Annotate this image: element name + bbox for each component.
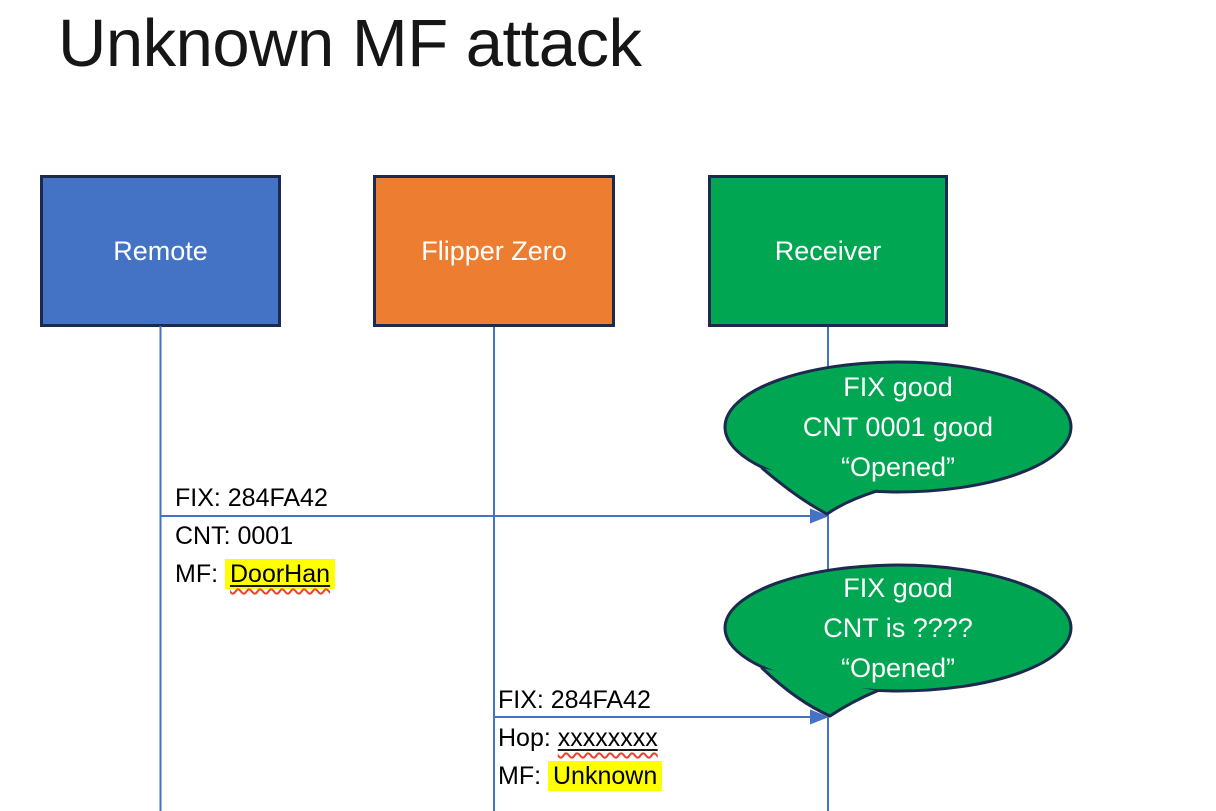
message-line: FIX: 284FA42 bbox=[175, 479, 335, 517]
message-label-remote-to-receiver: FIX: 284FA42 CNT: 0001 MF: DoorHan bbox=[175, 479, 336, 593]
actor-label-receiver: Receiver bbox=[774, 235, 882, 266]
speech-bubble-2 bbox=[723, 563, 1073, 718]
arrowhead-icon bbox=[810, 508, 829, 524]
actor-label-flipper-zero: Flipper Zero bbox=[421, 235, 567, 266]
bubble-line: “Opened” bbox=[840, 653, 956, 683]
message-line: MF: DoorHan bbox=[175, 555, 336, 593]
message-line: MF: Unknown bbox=[498, 757, 663, 795]
message-text: CNT: 0001 bbox=[175, 522, 294, 550]
message-text: Hop: bbox=[498, 724, 558, 752]
arrowhead-icon bbox=[810, 709, 829, 725]
highlighted-term: Unknown bbox=[548, 761, 663, 791]
actor-box-receiver: Receiver bbox=[708, 175, 948, 327]
bubble-line: “Opened” bbox=[840, 452, 956, 482]
message-line: CNT: 0001 bbox=[175, 517, 335, 555]
message-line: FIX: 284FA42 bbox=[498, 681, 662, 719]
bubble-line: FIX good bbox=[843, 372, 953, 402]
actor-box-flipper-zero: Flipper Zero bbox=[373, 175, 615, 327]
slide-title: Unknown MF attack bbox=[58, 6, 642, 81]
message-label-flipper-to-receiver: FIX: 284FA42 Hop: xxxxxxxx MF: Unknown bbox=[498, 681, 663, 795]
message-line: Hop: xxxxxxxx bbox=[498, 719, 662, 757]
bubble-line: FIX good bbox=[843, 573, 953, 603]
speech-bubble-2-text: FIX good CNT is ???? “Opened” bbox=[725, 566, 1071, 690]
message-text: FIX: 284FA42 bbox=[498, 686, 651, 714]
speech-bubble-1 bbox=[723, 360, 1073, 516]
message-text: FIX: 284FA42 bbox=[175, 484, 328, 512]
spellchecked-term: xxxxxxxx bbox=[557, 724, 658, 752]
message-arrow-remote-to-receiver bbox=[161, 508, 829, 524]
bubble-line: CNT is ???? bbox=[823, 613, 973, 643]
actor-label-remote: Remote bbox=[113, 235, 208, 266]
message-text: MF: bbox=[498, 762, 548, 790]
speech-bubble-1-text: FIX good CNT 0001 good “Opened” bbox=[725, 364, 1071, 490]
actor-box-remote: Remote bbox=[40, 175, 281, 327]
message-text: MF: bbox=[175, 560, 225, 588]
message-arrow-flipper-to-receiver bbox=[494, 709, 829, 725]
highlighted-term: DoorHan bbox=[225, 559, 336, 589]
bubble-line: CNT 0001 good bbox=[802, 412, 994, 442]
